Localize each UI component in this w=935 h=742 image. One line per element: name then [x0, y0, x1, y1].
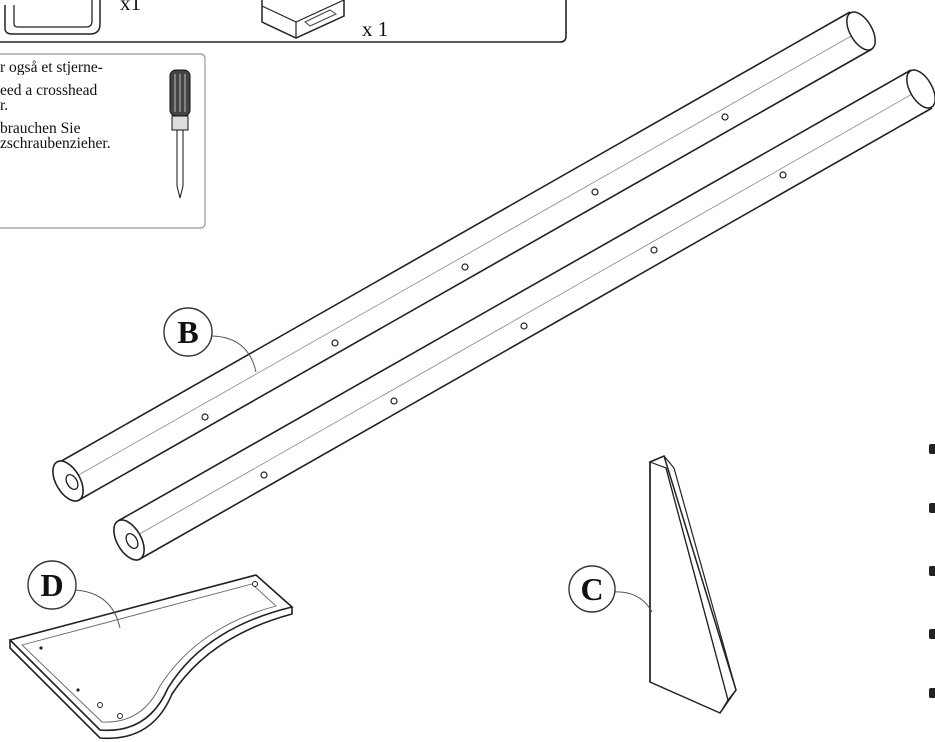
- callout-c-label: C: [580, 571, 603, 607]
- callout-b: B: [163, 307, 257, 373]
- callout-d-label: D: [40, 567, 63, 603]
- edge-mark: [929, 629, 935, 639]
- tool-note-line-2: eed a crosshead: [0, 83, 98, 98]
- tool-note-text: r også et stjerne- eed a crosshead r. br…: [0, 60, 160, 159]
- edge-mark: [929, 688, 935, 698]
- callout-c: C: [568, 565, 653, 613]
- tool-note-line-3: r.: [0, 98, 9, 113]
- tool-note-line-4: brauchen Sie: [0, 121, 81, 136]
- hardware-box: x1 x 1: [0, 0, 567, 43]
- bracket-quantity: x 1: [362, 17, 388, 41]
- tool-note-line-5: zschraubenzieher.: [0, 136, 111, 151]
- allen-key-quantity: x1: [120, 0, 141, 15]
- corner-shelf-panel: [8, 574, 294, 740]
- edge-mark: [929, 566, 935, 576]
- tool-note-box: [0, 53, 206, 229]
- rail-tube-upper: [52, 11, 876, 502]
- bracket-icon: [261, 0, 345, 39]
- screwdriver-icon: [169, 69, 191, 199]
- tool-note-line-1: r også et stjerne-: [0, 60, 103, 75]
- callout-d: D: [27, 560, 121, 629]
- callout-b-label: B: [177, 314, 198, 350]
- triangular-support-panel: [648, 454, 737, 714]
- edge-mark: [929, 503, 935, 513]
- edge-mark: [929, 444, 935, 454]
- allen-key-icon: [4, 0, 101, 35]
- rail-tube-lower: [113, 69, 935, 561]
